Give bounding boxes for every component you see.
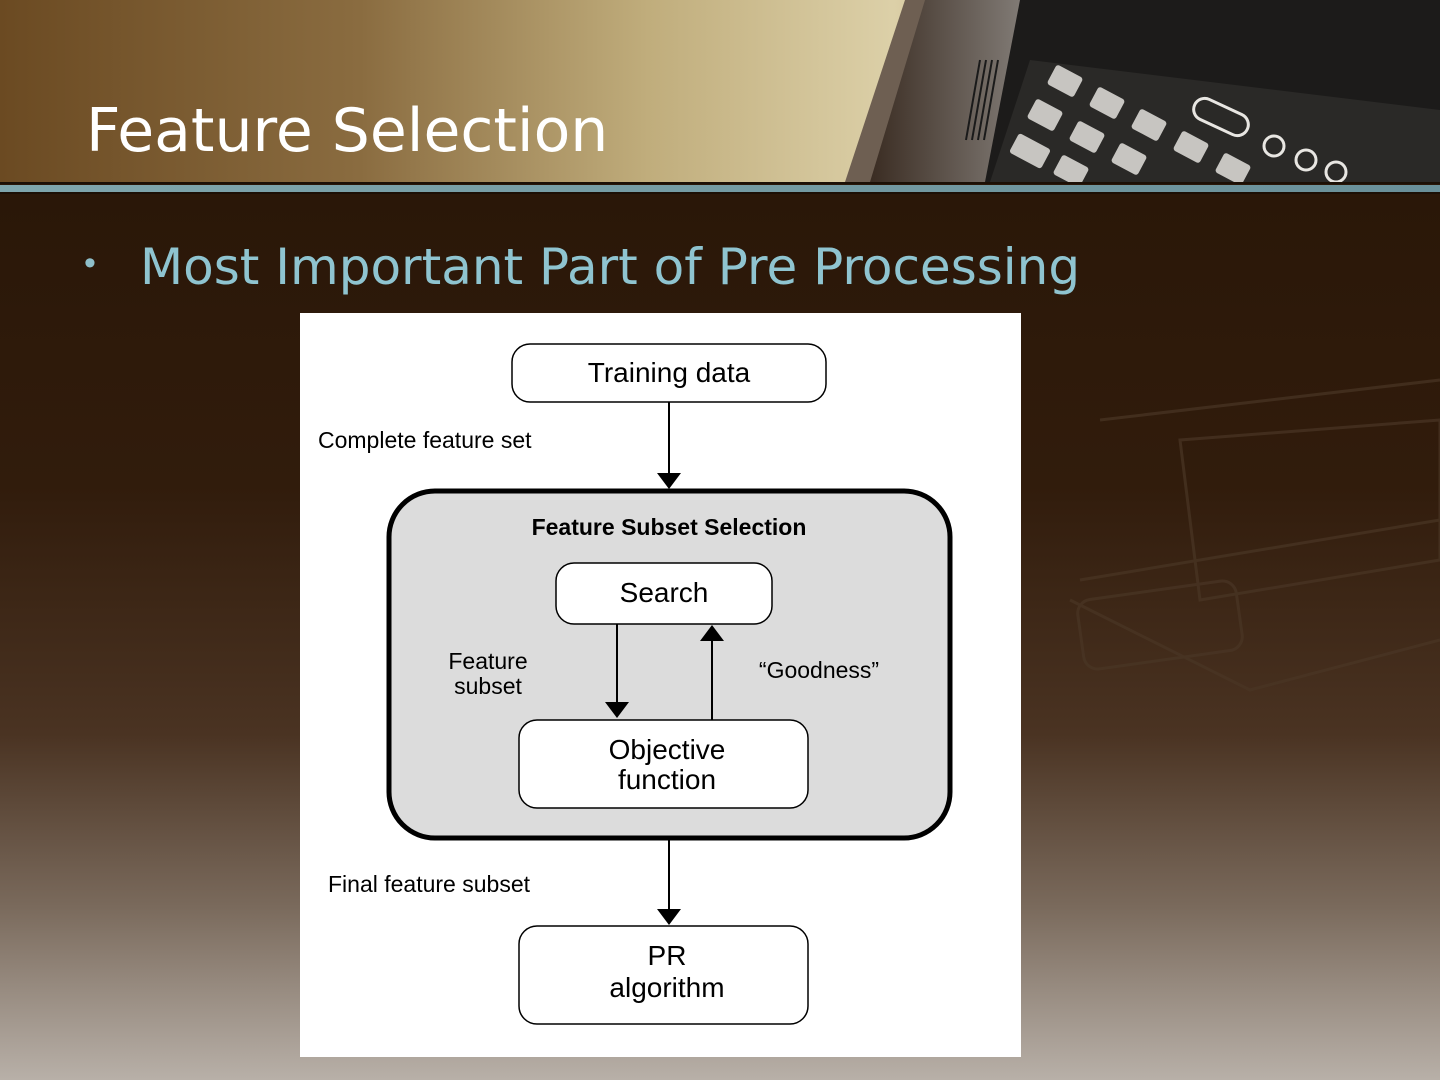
bullet-item: • Most Important Part of Pre Processing	[84, 238, 1080, 296]
feature-selection-diagram: Training data Complete feature set Featu…	[300, 313, 1021, 1057]
arrowhead-training-to-selection	[657, 473, 681, 489]
header-divider-dark-top	[0, 182, 1440, 184]
header-band: Feature Selection	[0, 0, 1440, 182]
arrowhead-objective-to-search	[700, 625, 724, 641]
bullet-text: Most Important Part of Pre Processing	[140, 238, 1081, 296]
diagram-canvas: Training data Complete feature set Featu…	[318, 343, 953, 1025]
arrowhead-selection-to-pr	[657, 909, 681, 925]
training-data-label: Training data	[588, 357, 751, 388]
pr-algorithm-label-line2: algorithm	[609, 972, 724, 1003]
header-divider-accent	[0, 185, 1440, 192]
slide-title: Feature Selection	[86, 96, 609, 166]
feature-subset-selection-title: Feature Subset Selection	[532, 514, 807, 540]
bullet-marker: •	[84, 244, 96, 282]
goodness-label: “Goodness”	[759, 657, 879, 683]
complete-feature-set-label: Complete feature set	[318, 427, 532, 453]
arrowhead-search-to-objective	[605, 702, 629, 718]
search-label: Search	[620, 577, 709, 608]
header-divider-dark-bottom	[0, 192, 1440, 194]
objective-function-box	[518, 719, 809, 809]
final-feature-subset-label: Final feature subset	[328, 871, 531, 897]
search-box	[555, 562, 773, 625]
feature-subset-label-line1: Feature	[448, 648, 527, 674]
pr-algorithm-box	[518, 925, 809, 1025]
pr-algorithm-label-line1: PR	[648, 940, 687, 971]
laptop-keyboard-image	[845, 0, 1440, 182]
objective-function-label-line1: Objective	[609, 734, 726, 765]
feature-subset-label-line2: subset	[454, 673, 522, 699]
objective-function-label-line2: function	[618, 764, 716, 795]
